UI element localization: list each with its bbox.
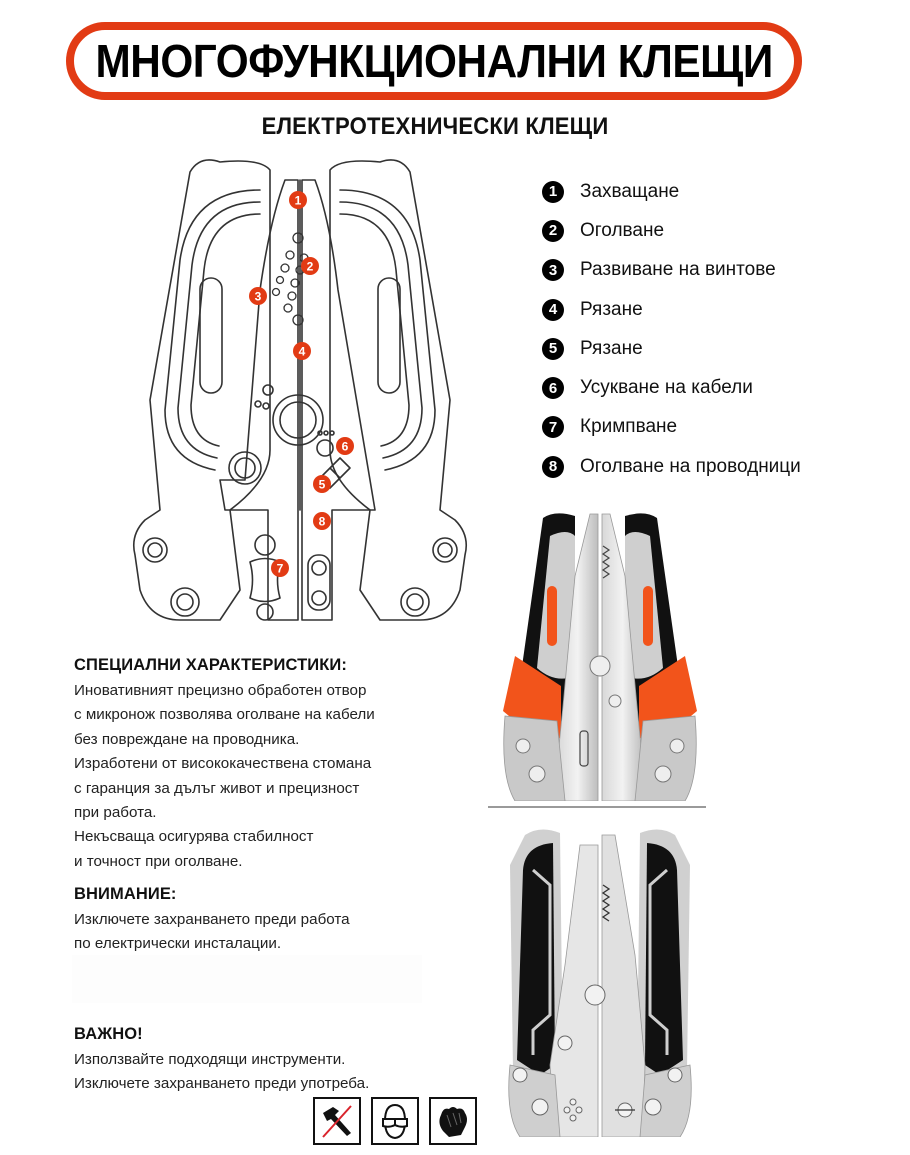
features-heading: СПЕЦИАЛНИ ХАРАКТЕРИСТИКИ: xyxy=(74,656,347,674)
svg-text:5: 5 xyxy=(319,478,326,492)
important-line: Използвайте подходящи инструменти. xyxy=(74,1051,346,1068)
badge-4: 4 xyxy=(293,342,311,360)
features-line: при работа. xyxy=(74,804,157,822)
left-slot xyxy=(199,277,223,394)
badge-6: 6 xyxy=(336,437,354,455)
number-badge: 4 xyxy=(542,298,564,321)
number-badge: 5 xyxy=(542,337,564,360)
legend-item: 8 Оголване на проводници xyxy=(542,447,882,486)
legend-label: Оголване xyxy=(580,219,665,241)
left-handle xyxy=(132,159,271,621)
badge-3: 3 xyxy=(249,287,267,305)
warning-section: ВНИМАНИЕ: Изключете захранването преди р… xyxy=(74,885,474,957)
warning-line: по електрически инсталации. xyxy=(74,935,282,953)
jaws xyxy=(549,844,599,1137)
features-line: Иновативният прецизно обработен отвор xyxy=(74,682,367,699)
svg-text:6: 6 xyxy=(342,440,349,454)
left-jaw xyxy=(219,179,299,621)
divider xyxy=(488,806,706,808)
blank-patch xyxy=(72,955,422,1003)
legend-label: Рязане xyxy=(580,298,643,320)
features-line: с микронож позволява оголване на кабели xyxy=(74,706,375,724)
number-badge: 6 xyxy=(542,377,564,400)
svg-text:4: 4 xyxy=(299,345,306,359)
gloves-icon xyxy=(429,1097,477,1145)
title-banner: МНОГОФУНКЦИОНАЛНИ КЛЕЩИ xyxy=(66,22,802,100)
pliers-diagram: 1 2 3 4 6 5 8 7 xyxy=(132,159,468,621)
features-line: Изработени от висококачествена стомана xyxy=(74,755,372,773)
features-line: Некъсваща осигурява стабилност xyxy=(74,828,314,846)
page-title: МНОГОФУНКЦИОНАЛНИ КЛЕЩИ xyxy=(95,35,773,87)
legend-item: 7 Кримпване xyxy=(542,408,882,447)
legend-label: Рязане xyxy=(580,337,643,359)
svg-text:2: 2 xyxy=(307,260,314,274)
features-line: и точност при оголване. xyxy=(74,852,243,870)
warning-heading: ВНИМАНИЕ: xyxy=(74,885,177,903)
features-line: без повреждане на проводника. xyxy=(74,730,300,748)
page-subtitle: ЕЛЕКТРОТЕХНИЧЕСКИ КЛЕЩИ xyxy=(261,113,609,140)
badge-2: 2 xyxy=(301,257,319,275)
no-hammer-icon xyxy=(313,1097,361,1145)
legend-item: 1 Захващане xyxy=(542,172,882,211)
legend-label: Кримпване xyxy=(580,416,678,438)
badge-5: 5 xyxy=(313,475,331,493)
number-badge: 2 xyxy=(542,219,564,242)
important-heading: ВАЖНО! xyxy=(74,1025,143,1043)
product-photo-silver xyxy=(508,829,692,1137)
legend-label: Оголване на проводници xyxy=(580,455,801,477)
number-badge: 7 xyxy=(542,416,564,439)
safety-icons xyxy=(313,1097,477,1145)
legend-label: Развиване на винтове xyxy=(580,259,776,281)
function-legend: 1 Захващане 2 Оголване 3 Развиване на винто… xyxy=(542,172,882,486)
number-badge: 1 xyxy=(542,180,564,203)
diagram-badges: 1 2 3 4 6 5 8 7 xyxy=(249,191,354,577)
legend-item: 3 Развиване на винтове xyxy=(542,251,882,290)
number-badge: 8 xyxy=(542,455,564,478)
badge-8: 8 xyxy=(313,512,331,530)
badge-7: 7 xyxy=(271,559,289,577)
features-section: СПЕЦИАЛНИ ХАРАКТЕРИСТИКИ: Иновативният п… xyxy=(74,656,474,874)
legend-label: Захващане xyxy=(580,180,680,202)
svg-text:1: 1 xyxy=(295,194,302,208)
right-slot xyxy=(377,277,401,394)
number-badge: 3 xyxy=(542,259,564,282)
important-line: Изключете захранването преди употреба. xyxy=(74,1075,370,1093)
legend-label: Усукване на кабели xyxy=(580,377,753,399)
legend-item: 6 Усукване на кабели xyxy=(542,368,882,407)
warning-line: Изключете захранването преди работа xyxy=(74,911,350,928)
svg-text:7: 7 xyxy=(277,562,284,576)
right-jaw xyxy=(301,179,376,621)
badge-1: 1 xyxy=(289,191,307,209)
svg-text:3: 3 xyxy=(255,290,262,304)
right-handle xyxy=(329,159,468,621)
legend-item: 4 Рязане xyxy=(542,290,882,329)
features-line: с гаранция за дълъг живот и прецизност xyxy=(74,779,360,797)
safety-goggles-icon xyxy=(371,1097,419,1145)
important-section: ВАЖНО! Използвайте подходящи инструменти… xyxy=(74,1025,474,1097)
legend-item: 5 Рязане xyxy=(542,329,882,368)
legend-item: 2 Оголване xyxy=(542,211,882,250)
product-photo-orange xyxy=(503,513,697,801)
svg-text:8: 8 xyxy=(319,515,326,529)
